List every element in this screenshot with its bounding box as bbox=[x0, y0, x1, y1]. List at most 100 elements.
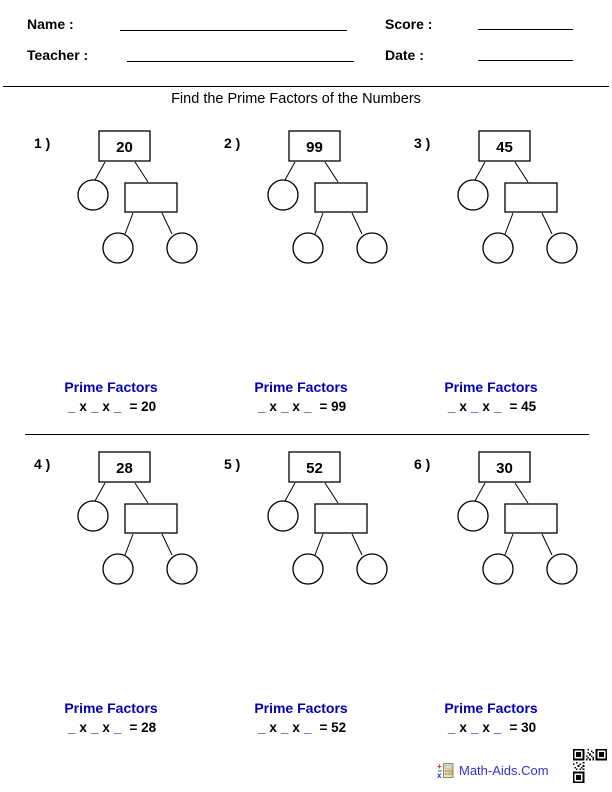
factor-tree-diagram: 28 bbox=[77, 451, 198, 585]
factor-number: 45 bbox=[496, 139, 513, 156]
times-sign: x bbox=[79, 720, 87, 735]
problem-cell: 3 ) 45 Prime Factors _x_x_= 45 bbox=[410, 125, 600, 415]
equation-result: = 28 bbox=[129, 720, 157, 735]
equation-result: = 30 bbox=[509, 720, 537, 735]
factor-blank-box bbox=[124, 503, 178, 534]
svg-text:+: + bbox=[437, 762, 442, 771]
factor-blank-box bbox=[504, 182, 558, 213]
prime-factors-block: Prime Factors _x_x_= 45 bbox=[410, 379, 572, 414]
factor-number: 28 bbox=[116, 460, 133, 477]
factor-blank-box bbox=[314, 182, 368, 213]
name-fill-line[interactable] bbox=[120, 30, 347, 31]
factor-blank[interactable]: _ bbox=[257, 720, 266, 735]
factor-blank[interactable]: _ bbox=[257, 399, 266, 414]
factor-number: 20 bbox=[116, 139, 133, 156]
times-sign: x bbox=[459, 399, 467, 414]
row-divider bbox=[25, 434, 589, 435]
header-divider bbox=[3, 86, 609, 87]
factor-circle bbox=[292, 553, 324, 585]
factor-blank[interactable]: _ bbox=[303, 399, 312, 414]
prime-factors-label: Prime Factors bbox=[444, 700, 538, 716]
factor-blank-box bbox=[504, 503, 558, 534]
factor-blank[interactable]: _ bbox=[67, 399, 76, 414]
factor-circle bbox=[356, 553, 388, 585]
prime-factors-equation: _x_x_= 45 bbox=[410, 399, 572, 414]
factor-blank[interactable]: _ bbox=[470, 720, 479, 735]
factor-blank[interactable]: _ bbox=[493, 399, 502, 414]
score-fill-line[interactable] bbox=[478, 29, 573, 30]
factor-number-box bbox=[478, 130, 531, 162]
factor-blank[interactable]: _ bbox=[447, 399, 456, 414]
factor-number: 30 bbox=[496, 460, 513, 477]
times-sign: x bbox=[102, 399, 110, 414]
factor-tree-diagram: 20 bbox=[77, 130, 198, 264]
factor-number: 99 bbox=[306, 139, 323, 156]
factor-blank[interactable]: _ bbox=[470, 399, 479, 414]
problem-index: 3 ) bbox=[414, 135, 431, 151]
times-sign: x bbox=[269, 720, 277, 735]
factor-blank-box bbox=[314, 503, 368, 534]
prime-factors-equation: _x_x_= 28 bbox=[30, 720, 192, 735]
factor-tree-diagram: 52 bbox=[267, 451, 388, 585]
factor-blank[interactable]: _ bbox=[280, 720, 289, 735]
factor-circle bbox=[267, 500, 299, 532]
prime-factors-label: Prime Factors bbox=[254, 379, 348, 395]
factor-circle bbox=[482, 553, 514, 585]
date-fill-line[interactable] bbox=[478, 60, 573, 61]
times-sign: x bbox=[482, 720, 490, 735]
prime-factors-block: Prime Factors _x_x_= 28 bbox=[30, 700, 192, 735]
prime-factors-label: Prime Factors bbox=[64, 379, 158, 395]
factor-blank[interactable]: _ bbox=[90, 399, 99, 414]
factor-blank[interactable]: _ bbox=[280, 399, 289, 414]
problem-index: 2 ) bbox=[224, 135, 241, 151]
factor-number-box bbox=[98, 451, 151, 483]
prime-factors-block: Prime Factors _x_x_= 30 bbox=[410, 700, 572, 735]
times-sign: x bbox=[482, 399, 490, 414]
factor-blank[interactable]: _ bbox=[90, 720, 99, 735]
factor-circle bbox=[546, 232, 578, 264]
factor-circle bbox=[77, 179, 109, 211]
factor-tree-diagram: 45 bbox=[457, 130, 578, 264]
problem-index: 4 ) bbox=[34, 456, 51, 472]
factor-circle bbox=[166, 232, 198, 264]
prime-factors-label: Prime Factors bbox=[254, 700, 348, 716]
qr-code-icon bbox=[572, 748, 608, 784]
factor-number-box bbox=[288, 451, 341, 483]
factor-blank[interactable]: _ bbox=[447, 720, 456, 735]
factor-blank[interactable]: _ bbox=[113, 399, 122, 414]
problem-cell: 5 ) 52 Prime Factors _x_x_= 52 bbox=[220, 446, 410, 736]
factor-blank[interactable]: _ bbox=[303, 720, 312, 735]
factor-circle bbox=[102, 232, 134, 264]
problem-cell: 1 ) 20 Prime Factors _x_x_= 20 bbox=[30, 125, 220, 415]
problem-index: 6 ) bbox=[414, 456, 431, 472]
times-sign: x bbox=[292, 399, 300, 414]
math-aids-brand-link[interactable]: Math-Aids.Com bbox=[459, 763, 549, 778]
factor-circle bbox=[482, 232, 514, 264]
problem-index: 1 ) bbox=[34, 135, 51, 151]
problem-cell: 2 ) 99 Prime Factors _x_x_= 99 bbox=[220, 125, 410, 415]
prime-factors-equation: _x_x_= 52 bbox=[220, 720, 382, 735]
problem-cell: 4 ) 28 Prime Factors _x_x_= 28 bbox=[30, 446, 220, 736]
prime-factors-equation: _x_x_= 30 bbox=[410, 720, 572, 735]
teacher-label: Teacher : bbox=[27, 47, 89, 63]
score-label: Score : bbox=[385, 16, 433, 32]
factor-blank[interactable]: _ bbox=[493, 720, 502, 735]
prime-factors-label: Prime Factors bbox=[444, 379, 538, 395]
factor-circle bbox=[77, 500, 109, 532]
equation-result: = 52 bbox=[319, 720, 347, 735]
teacher-fill-line[interactable] bbox=[127, 61, 354, 62]
equation-result: = 45 bbox=[509, 399, 537, 414]
equation-result: = 99 bbox=[319, 399, 347, 414]
prime-factors-block: Prime Factors _x_x_= 20 bbox=[30, 379, 192, 414]
times-sign: x bbox=[102, 720, 110, 735]
times-sign: x bbox=[459, 720, 467, 735]
factor-blank[interactable]: _ bbox=[67, 720, 76, 735]
worksheet-title: Find the Prime Factors of the Numbers bbox=[171, 91, 421, 107]
factor-blank[interactable]: _ bbox=[113, 720, 122, 735]
problem-cell: 6 ) 30 Prime Factors _x_x_= 30 bbox=[410, 446, 600, 736]
times-sign: x bbox=[269, 399, 277, 414]
factor-circle bbox=[457, 500, 489, 532]
factor-number-box bbox=[288, 130, 341, 162]
factor-circle bbox=[166, 553, 198, 585]
